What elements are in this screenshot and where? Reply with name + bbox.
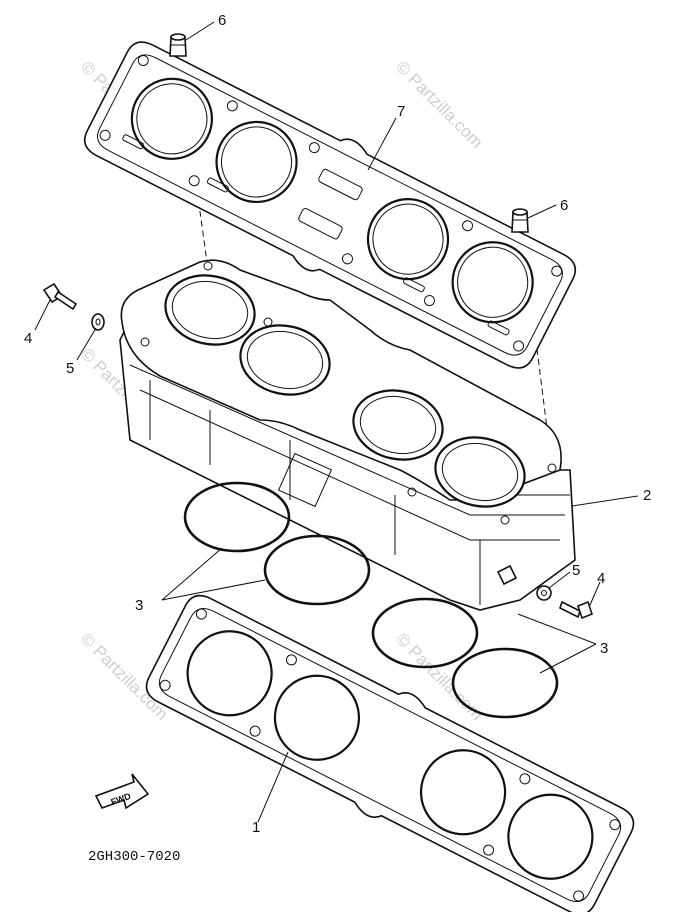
forward-direction-arrow: FWD xyxy=(94,773,150,810)
leader-lines xyxy=(34,21,639,823)
callout-3-left: 3 xyxy=(135,597,143,614)
bolt-right-lower-block xyxy=(496,564,518,586)
callout-5-right: 5 xyxy=(572,562,580,579)
callout-labels: 6 7 6 4 5 2 5 4 3 3 1 xyxy=(24,12,651,836)
o-ring-2 xyxy=(263,534,371,606)
washer-left xyxy=(91,313,105,331)
base-gasket xyxy=(145,594,635,912)
washer-right xyxy=(536,585,552,601)
drawing-code: 2GH300-7020 xyxy=(88,849,180,865)
watermark-top-right: © Partzilla.com xyxy=(392,57,486,151)
callout-2: 2 xyxy=(643,487,651,504)
cylinder-block xyxy=(119,259,576,611)
callout-4-left: 4 xyxy=(24,330,32,347)
dowel-pin-upper xyxy=(169,33,187,57)
callout-4-right: 4 xyxy=(597,570,605,587)
bolt-right xyxy=(559,600,593,620)
o-ring-3 xyxy=(371,597,479,669)
callout-7: 7 xyxy=(397,103,405,120)
dowel-pin-right xyxy=(511,208,529,233)
callout-3-right: 3 xyxy=(600,640,608,657)
o-ring-1 xyxy=(183,481,291,553)
o-ring-4 xyxy=(451,647,559,719)
callout-6-right: 6 xyxy=(560,197,568,214)
callout-1: 1 xyxy=(252,819,260,836)
callout-6-upper: 6 xyxy=(218,12,226,29)
callout-5-left: 5 xyxy=(66,360,74,377)
upper-head-gasket xyxy=(83,41,577,369)
bolt-left xyxy=(42,282,78,311)
o-rings xyxy=(183,481,559,719)
